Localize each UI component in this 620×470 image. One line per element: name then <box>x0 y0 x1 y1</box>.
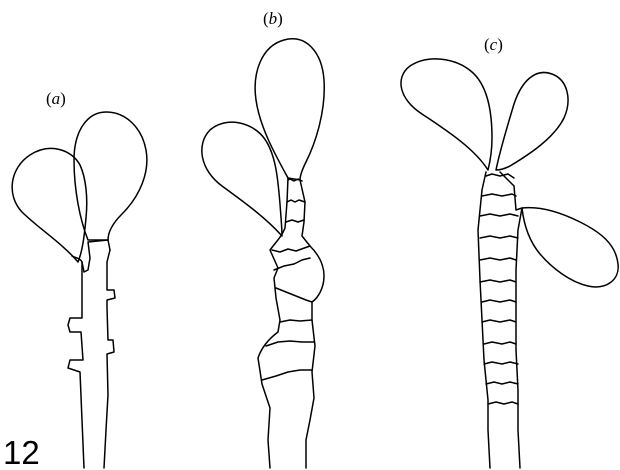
leaf-c-right <box>496 72 568 170</box>
drawing-c <box>401 59 618 468</box>
drawing-a <box>12 112 147 468</box>
junction-a <box>72 240 110 272</box>
segments-b <box>262 179 314 380</box>
leaf-c-left <box>401 59 492 170</box>
stem-b-left <box>258 178 288 468</box>
stem-b-right <box>300 180 324 468</box>
leaf-b-left <box>202 122 282 236</box>
leaf-c-side <box>522 208 618 287</box>
stem-a-left <box>68 262 84 468</box>
panel-label-b: (b) <box>263 9 283 28</box>
leaf-b-top <box>255 39 324 180</box>
drawing-b <box>202 39 324 468</box>
leaf-a-right <box>74 112 147 240</box>
stem-a-right <box>104 250 115 468</box>
panel-label-c: (c) <box>484 35 503 54</box>
panel-label-a: (a) <box>46 89 66 108</box>
leaf-a-left <box>12 148 87 262</box>
figure-number: 12 <box>3 434 40 470</box>
